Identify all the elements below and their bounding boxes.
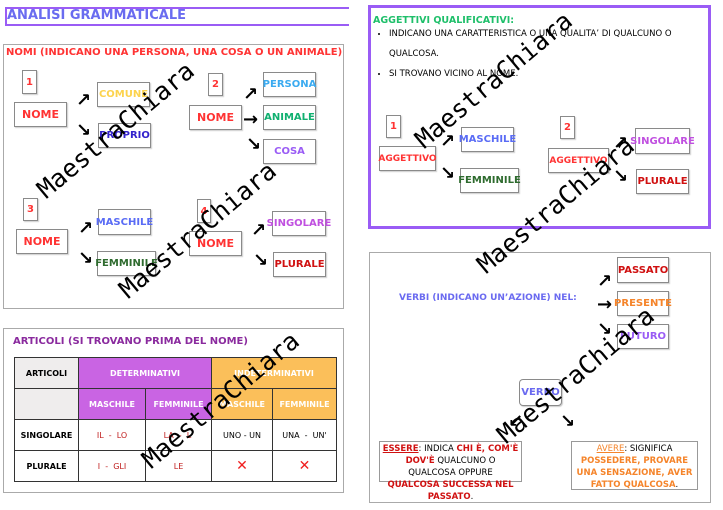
group-number: 4 [197,199,211,223]
cross-icon: ✕ [272,450,337,482]
avere-keyword: AVERE [596,444,625,454]
corner-header: ARTICOLI [14,357,79,389]
avere-box: AVERE: SIGNIFICA POSSEDERE, PROVARE UNA … [571,441,698,490]
nome-box: NOME [189,231,242,256]
verbi-panel [369,252,711,503]
articoli-panel [3,328,344,493]
presente-box: PRESENTE [614,291,672,316]
highlight: QUALCOSA SUCCESSA NEL PASSATO [387,480,514,502]
page-title: ANALISI GRAMMATICALE [7,8,186,23]
plurale-box: PLURALE [636,169,689,194]
comune-box: COMUNE [97,82,150,107]
empty-header [14,388,79,420]
nomi-heading: NOMI (INDICANO UNA PERSONA, UNA COSA O U… [6,47,343,58]
group-number: 2 [208,73,223,96]
aggettivi-panel [368,5,711,229]
arrow-right-icon: → [597,294,613,315]
cell: UNO - UN [211,419,273,451]
text: INDICA [421,444,457,454]
arrow-down-right-icon: ↘ [78,248,94,269]
aggettivi-heading: AGGETTIVI QUALIFICATIVI: [373,15,515,26]
cross-icon: ✕ [211,450,273,482]
arrow-up-right-icon: ↗ [597,271,613,292]
arrow-up-right-icon: ↗ [76,90,92,111]
text: . [470,492,474,502]
proprio-box: PROPRIO [98,123,151,148]
arrow-down-left-icon: ↙ [508,411,524,432]
singolare-box: SINGOLARE [267,211,331,236]
row-label: PLURALE [14,450,79,482]
animale-box: ANIMALE [263,105,316,130]
group-number: 3 [23,198,38,221]
group-number: 1 [22,70,37,94]
cell: LE [145,450,212,482]
singolare-box: SINGOLARE [630,128,695,154]
group-number: 2 [560,116,575,139]
futuro-box: FUTURO [617,324,669,349]
arrow-up-right-icon: ↗ [243,84,259,105]
title-bar [5,7,349,26]
persona-box: PERSONA [263,72,316,97]
text: QUALCUNO O QUALCOSA OPPURE [408,456,496,478]
arrow-up-right-icon: ↗ [78,218,94,239]
arrow-down-right-icon: ↘ [613,166,629,187]
sub-header: FEMMINILE [272,388,337,420]
plurale-box: PLURALE [273,252,326,277]
femminile-box: FEMMINILE [458,168,521,193]
arrow-down-right-icon: ↘ [597,319,613,340]
arrow-up-right-icon: ↗ [613,133,629,154]
table-row: SINGOLARE IL - LO LA - L' UNO - UN UNA -… [14,419,337,451]
essere-keyword: ESSERE [382,444,419,454]
arrow-down-right-icon: ↘ [440,163,456,184]
articoli-table: ARTICOLI DETERMINATIVI INDETERMINATIVI M… [14,357,337,482]
articoli-heading: ARTICOLI (SI TROVANO PRIMA DEL NOME) [13,336,248,347]
arrow-down-right-icon: ↘ [76,120,92,141]
arrow-down-right-icon: ↘ [560,411,576,432]
cosa-box: COSA [263,139,316,164]
verbo-box: VERBO [519,379,562,406]
aggettivi-bullets: INDICANO UNA CARATTERISTICA O UNA QUALIT… [373,24,689,84]
bullet-item: SI TROVANO VICINO AL NOME. [389,64,689,84]
sub-header: MASCHILE [78,388,146,420]
group-number: 1 [386,115,401,138]
arrow-down-right-icon: ↘ [246,134,262,155]
maschile-box: MASCHILE [459,127,516,152]
highlight: CHI È, COM'È [456,444,519,454]
essere-box: ESSERE: INDICA CHI È, COM'È DOV'È QUALCU… [379,441,522,502]
nomi-panel [3,44,344,309]
arrow-down-right-icon: ↘ [253,250,269,271]
arrow-up-right-icon: ↗ [440,131,456,152]
cell: LA - L' [145,419,212,451]
table-row: PLURALE I - GLI LE ✕ ✕ [14,450,337,482]
indeterminativi-header: INDETERMINATIVI [211,357,337,389]
nome-box: NOME [16,229,68,254]
determinativi-header: DETERMINATIVI [78,357,212,389]
text: . [675,480,679,490]
arrow-up-right-icon: ↗ [251,220,267,241]
nome-box: NOME [189,105,242,130]
aggettivo-box: AGGETTIVO [378,146,437,171]
highlight: DOV'È [405,456,435,466]
bullet-item: INDICANO UNA CARATTERISTICA O UNA QUALIT… [389,24,689,64]
text: : SIGNIFICA [624,444,673,454]
passato-box: PASSATO [617,257,669,283]
row-label: SINGOLARE [14,419,79,451]
cell: IL - LO [78,419,146,451]
nome-box: NOME [14,102,67,127]
cell: I - GLI [78,450,146,482]
femminile-box: FEMMINILE [95,251,158,276]
verbi-heading: VERBI (INDICANO UN’AZIONE) NEL: [399,293,577,303]
aggettivo-box: AGGETTIVO [548,148,609,173]
arrow-right-icon: → [243,109,259,130]
cell: UNA - UN' [272,419,337,451]
highlight: POSSEDERE, PROVARE UNA SENSAZIONE, AVER … [576,456,693,490]
maschile-box: MASCHILE [96,209,153,235]
colon: : [418,444,422,454]
